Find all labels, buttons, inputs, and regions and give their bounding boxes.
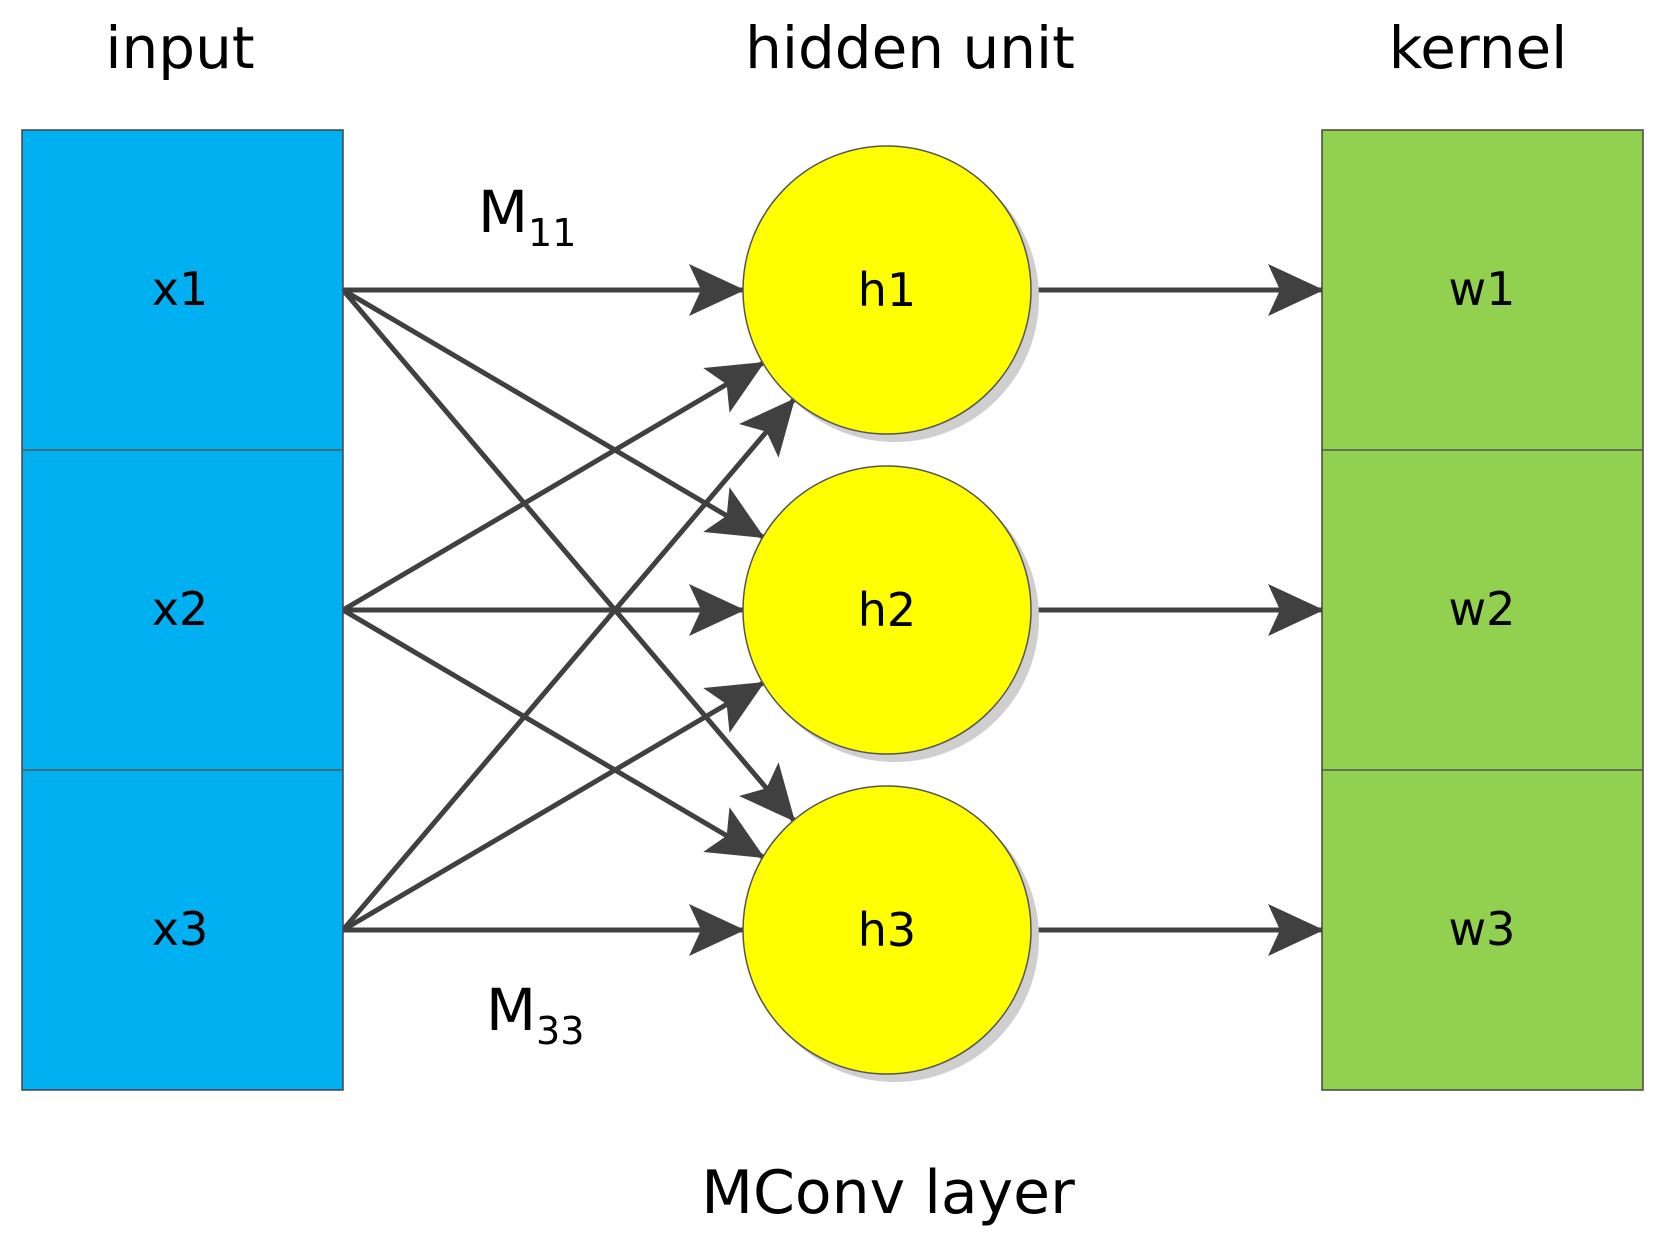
hidden-unit-heading: hidden unit [745,14,1075,82]
input-column-fill [21,129,344,1091]
kernel-cell-w1: w1 [1449,262,1516,316]
hidden-unit-label-h1: h1 [858,263,916,317]
weight-label-m33-sub: 33 [536,1009,584,1053]
weight-label-m11-sub: 11 [528,211,576,255]
weight-label-m11: M11 [478,178,576,255]
kernel-column: w1 w2 w3 [1321,129,1644,1091]
kernel-cell-w2: w2 [1449,582,1516,636]
hidden-unit-h3 [742,785,1032,1075]
weight-label-m33: M33 [486,976,584,1053]
edge-x2-to-h3 [341,607,765,860]
kernel-column-fill [1321,129,1644,1091]
kernel-heading: kernel [1389,14,1568,82]
weight-label-m11-main: M [478,178,528,246]
weight-label-m33-main: M [486,976,536,1044]
input-cell-x3: x3 [152,902,209,956]
kernel-cell-w3: w3 [1449,902,1516,956]
hidden-unit-h1 [742,145,1032,435]
edge-x2-to-h1 [341,360,765,613]
input-heading: input [105,14,254,82]
input-cell-x2: x2 [152,582,209,636]
edge-x3-to-h1 [341,398,796,932]
hidden-unit-label-h2: h2 [858,583,916,637]
edge-x3-to-h2 [341,680,765,933]
input-cell-x1: x1 [152,262,209,316]
hidden-units: h1 h2 h3 [742,145,1039,1082]
edge-x1-to-h2 [341,287,765,540]
input-column: x1 x2 x3 [21,129,344,1091]
hidden-unit-h2 [742,465,1032,755]
hidden-unit-label-h3: h3 [858,903,916,957]
edges-group [341,264,1324,956]
layer-caption: MConv layer [701,1158,1075,1228]
